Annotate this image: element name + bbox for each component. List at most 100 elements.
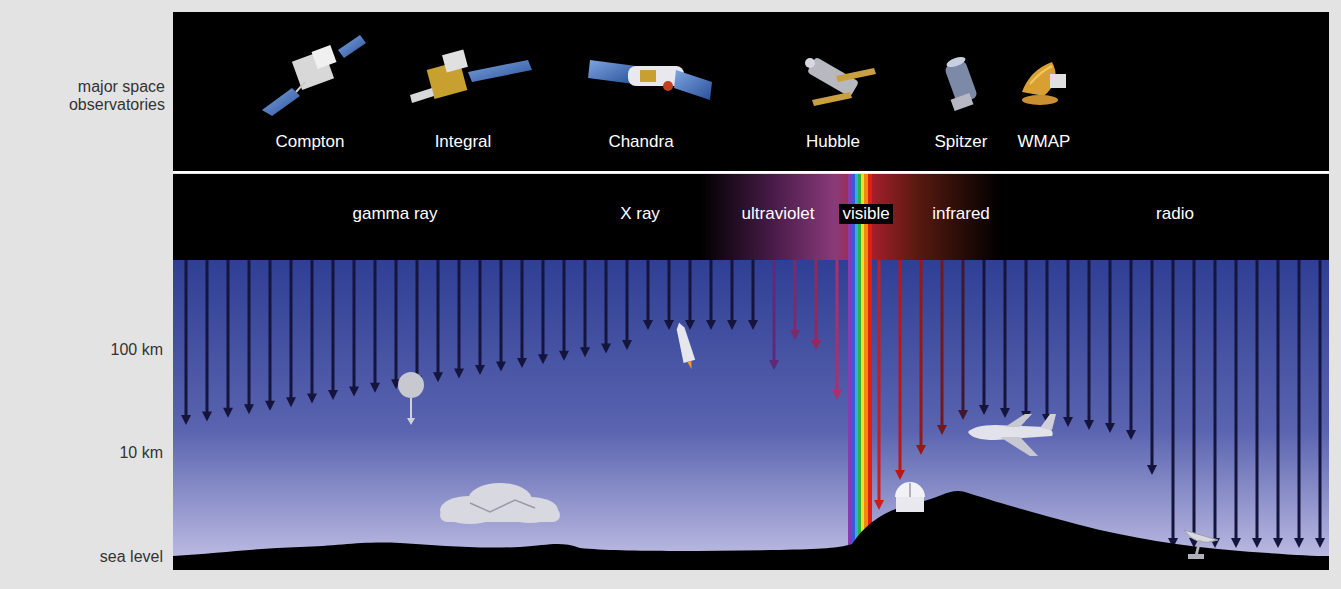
arrow-shaft [1151, 260, 1154, 467]
penetration-arrow [643, 260, 653, 330]
penetration-arrow [433, 260, 443, 382]
wmap-satellite [1050, 74, 1066, 88]
arrow-shaft [185, 260, 188, 417]
arrow-head [265, 401, 275, 411]
arrow-shaft [941, 260, 944, 427]
arrow-head [727, 320, 737, 330]
arrow-shaft [1130, 260, 1133, 432]
arrow-head [1126, 430, 1136, 440]
ground-silhouette [0, 0, 173, 570]
integral-satellite [442, 49, 468, 72]
arrow-shaft [1214, 260, 1217, 540]
arrow-head [1000, 408, 1010, 418]
visible-rainbow [848, 174, 872, 550]
balloon [398, 372, 424, 425]
observatory-name: WMAP [1018, 132, 1071, 152]
arrow-shaft [1172, 260, 1175, 540]
penetration-arrow [181, 260, 191, 425]
wmap-satellite [1022, 95, 1058, 105]
arrow-shaft [269, 260, 272, 403]
penetration-arrow [202, 260, 212, 421]
penetration-arrow [454, 260, 464, 379]
integral-satellite [468, 60, 532, 82]
arrow-head [916, 445, 926, 455]
penetration-arrow [601, 260, 611, 354]
arrow-head [349, 386, 359, 396]
penetration-arrow [1231, 260, 1241, 548]
hubble-telescope [805, 58, 815, 68]
arrow-shaft [920, 260, 923, 447]
chandra-satellite [674, 70, 712, 100]
band-name: ultraviolet [742, 204, 815, 224]
arrow-head [790, 330, 800, 340]
penetration-arrow [916, 260, 926, 455]
visible-rainbow [861, 174, 864, 550]
observatory-dome [895, 482, 925, 512]
penetration-arrow [1126, 260, 1136, 440]
cloud [470, 500, 535, 512]
arrow-head [202, 411, 212, 421]
spitzer-telescope [944, 55, 978, 111]
arrow-shaft [290, 260, 293, 399]
penetration-arrow [265, 260, 275, 411]
integral-satellite [410, 49, 532, 103]
arrow-head [538, 354, 548, 364]
penetration-arrow [748, 260, 758, 330]
observatory-name: Hubble [806, 132, 860, 152]
arrow-shaft [353, 260, 356, 388]
arrow-shaft [479, 260, 482, 367]
arrow-shaft [689, 260, 692, 322]
penetration-arrow [622, 260, 632, 350]
arrow-head [475, 365, 485, 375]
penetration-arrow [244, 260, 254, 414]
compton-satellite [338, 35, 366, 58]
arrow-head [181, 415, 191, 425]
penetration-arrow [580, 260, 590, 357]
arrow-head [286, 397, 296, 407]
penetration-arrow [1294, 260, 1304, 548]
arrow-shaft [1193, 260, 1196, 540]
chandra-satellite [588, 60, 712, 100]
band-name: visible [839, 204, 892, 224]
penetration-arrow [664, 260, 674, 330]
arrow-shaft [500, 260, 503, 363]
arrow-head [328, 390, 338, 400]
arrow-shaft [395, 260, 398, 381]
observatory-dome [896, 496, 924, 512]
penetration-arrow [370, 260, 380, 393]
penetration-arrow [349, 260, 359, 396]
background [173, 260, 1329, 570]
arrow-head [622, 340, 632, 350]
wmap-satellite [1022, 62, 1066, 105]
arrow-shaft [206, 260, 209, 413]
arrow-shaft [248, 260, 251, 406]
penetration-arrow [1105, 260, 1115, 433]
rocket [673, 321, 695, 363]
arrow-shaft [311, 260, 314, 396]
ground-silhouette [0, 570, 1341, 589]
penetration-arrow [391, 260, 401, 389]
hubble-telescope [836, 68, 876, 82]
arrow-head [1273, 538, 1283, 548]
arrow-shaft [752, 260, 755, 322]
penetration-arrow [1000, 260, 1010, 418]
penetration-arrow [685, 260, 695, 330]
arrow-head [664, 320, 674, 330]
ground-silhouette [1329, 0, 1341, 570]
band-name: infrared [932, 204, 990, 224]
penetration-arrows [181, 260, 1325, 548]
penetration-arrow [874, 260, 884, 510]
arrow-head [895, 470, 905, 480]
penetration-arrow [832, 260, 842, 400]
penetration-arrow [769, 260, 779, 370]
arrow-shaft [794, 260, 797, 332]
background [173, 12, 1329, 172]
arrow-shaft [815, 260, 818, 342]
penetration-arrow [1252, 260, 1262, 548]
penetration-arrow [706, 260, 716, 330]
penetration-arrow [1021, 260, 1031, 421]
altitude-label: 10 km [119, 444, 163, 462]
